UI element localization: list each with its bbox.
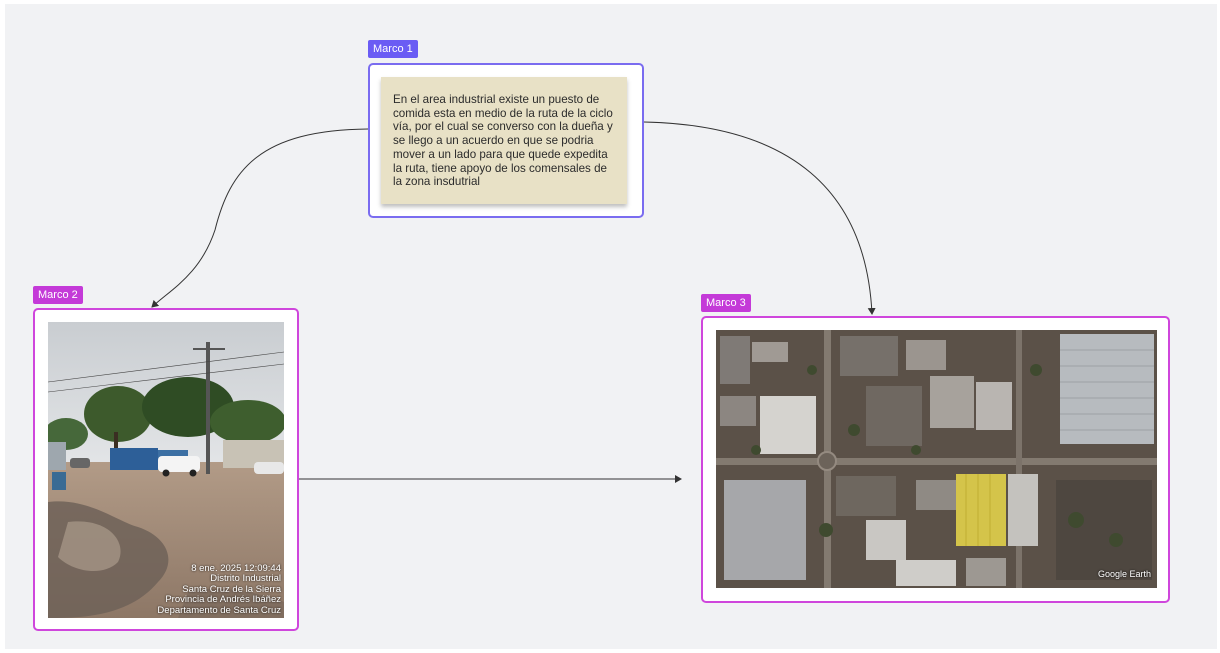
stamp-line: 8 ene. 2025 12:09:44 bbox=[191, 562, 281, 574]
frame-label-marco-2[interactable]: Marco 2 bbox=[33, 286, 83, 304]
frame-label-marco-1[interactable]: Marco 1 bbox=[368, 40, 418, 58]
stamp-line: Departamento de Santa Cruz bbox=[157, 604, 281, 616]
stamp-line: Santa Cruz de la Sierra bbox=[182, 583, 281, 595]
google-earth-watermark: Google Earth bbox=[1097, 569, 1151, 579]
sticky-note[interactable]: En el area industrial existe un puesto d… bbox=[381, 77, 627, 204]
frame-label-marco-3[interactable]: Marco 3 bbox=[701, 294, 751, 312]
frame-marco-1[interactable]: En el area industrial existe un puesto d… bbox=[368, 63, 644, 218]
satellite-image[interactable]: Google Earth bbox=[716, 330, 1157, 588]
photo-timestamp: 8 ene. 2025 12:09:44 Distrito Industrial… bbox=[157, 562, 281, 617]
connector-marco1-to-marco2[interactable] bbox=[151, 128, 369, 308]
street-photo[interactable]: 8 ene. 2025 12:09:44 Distrito Industrial… bbox=[48, 322, 284, 618]
stamp-line: Provincia de Andrés Ibáñez bbox=[165, 594, 281, 605]
frame-marco-3[interactable]: Google Earth bbox=[701, 316, 1170, 603]
frame-marco-2[interactable]: 8 ene. 2025 12:09:44 Distrito Industrial… bbox=[33, 308, 299, 631]
stamp-line: Distrito Industrial bbox=[210, 573, 281, 584]
connector-marco1-to-marco3[interactable] bbox=[643, 121, 876, 315]
